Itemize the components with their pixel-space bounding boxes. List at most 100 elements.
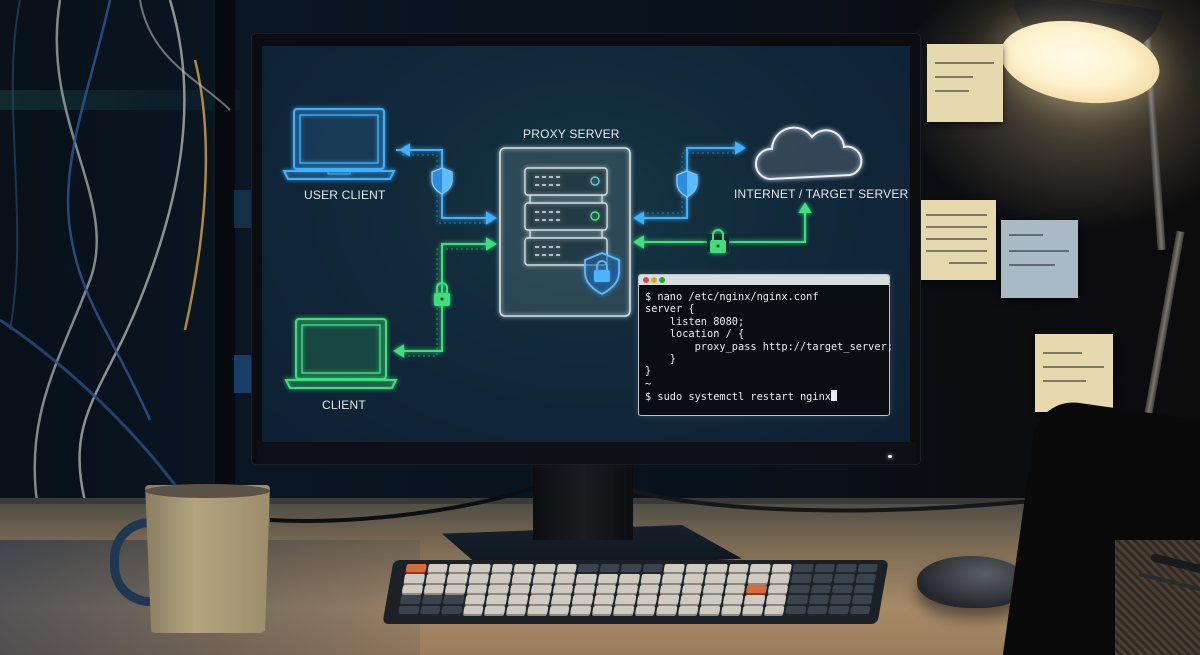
keycap [745,584,767,594]
keycap [636,595,658,604]
monitor-cables [269,484,1061,523]
keycap [489,574,511,583]
keycap [702,584,724,594]
keycap [614,595,636,604]
keycap [855,574,877,583]
text-cursor [830,390,837,402]
keycap [657,595,679,604]
monitor-stand [533,464,633,540]
padlock-icon [434,282,450,306]
keycap [573,584,595,594]
internet-target-label: INTERNET / TARGET SERVER [734,187,909,201]
keycap [700,595,722,604]
keycap [813,564,835,573]
keycap [405,564,427,573]
keycap [421,595,443,604]
terminal-titlebar[interactable] [639,275,889,285]
keycap [511,574,533,583]
monitor-screen: USER CLIENT CLIENT PROXY SERVER INTERNET… [262,46,910,442]
keycap [426,564,448,573]
keycap [677,605,699,614]
keycap [554,574,576,583]
keycap [770,564,792,573]
keycap [548,605,570,614]
keycap [570,605,592,614]
sticky-note [918,200,996,280]
shield-lock-icon [584,252,620,296]
keycap [724,584,746,594]
keycap [591,605,613,614]
proxy-server-box [499,147,631,317]
keycap [575,574,597,583]
keycap [509,584,531,594]
keycap [785,605,807,614]
keycaps [398,564,878,614]
cloud-icon [754,126,863,181]
keycap [684,564,706,573]
proxy-server-label: PROXY SERVER [523,127,620,141]
terminal-line: $ nano /etc/nginx/nginx.conf [645,291,819,303]
server-rack-light [0,90,240,110]
keycap [464,595,486,604]
minimize-window-icon[interactable] [651,277,657,283]
keycap [812,574,834,583]
terminal-line: } [645,365,652,378]
terminal-line: listen 8080; [645,315,745,328]
terminal-prompt-line: $ sudo systemctl restart nginx [645,391,831,404]
keycap [485,595,507,604]
keycap [726,574,748,583]
keycap [663,564,685,573]
keycap [532,574,554,583]
keycap [808,595,830,604]
keycap [720,605,742,614]
keycap [446,574,468,583]
keycap [466,584,488,594]
keycap [659,584,681,594]
keycap [765,595,787,604]
server-rack-icon [524,167,608,266]
padlock-icon [707,229,729,253]
terminal-line: proxy_pass http://target_server; [645,340,893,353]
keycap [722,595,744,604]
sticky-note [1035,334,1113,412]
mug-handle [110,518,175,606]
keycap [507,595,529,604]
keycap [571,595,593,604]
keycap [788,584,810,594]
proxy-network-diagram [282,108,863,389]
keycap [593,595,615,604]
green-connector [633,202,812,249]
sticky-note-blue [1001,220,1078,298]
keycap [683,574,705,583]
keycap [829,595,851,604]
keycap [441,605,463,614]
keycap [491,564,513,573]
keycap [403,574,425,583]
keycap [679,595,701,604]
rack-indicator-light [234,355,252,393]
keycap [634,605,656,614]
keycap [828,605,850,614]
power-indicator-icon [888,455,892,458]
keycap [638,584,660,594]
keycap [448,564,470,573]
keycap [423,584,445,594]
keycap [613,605,635,614]
maximize-window-icon[interactable] [659,277,665,283]
keycap [833,574,855,583]
keycap [555,564,577,573]
keycap [618,574,640,583]
rack-indicator-light [234,190,252,228]
keycap [743,595,765,604]
keycap [597,574,619,583]
keycap [856,564,878,573]
close-window-icon[interactable] [643,277,649,283]
keycap [704,574,726,583]
keycap [769,574,791,583]
hanging-cables [0,0,231,520]
keycap [835,564,857,573]
keycap [853,584,875,594]
